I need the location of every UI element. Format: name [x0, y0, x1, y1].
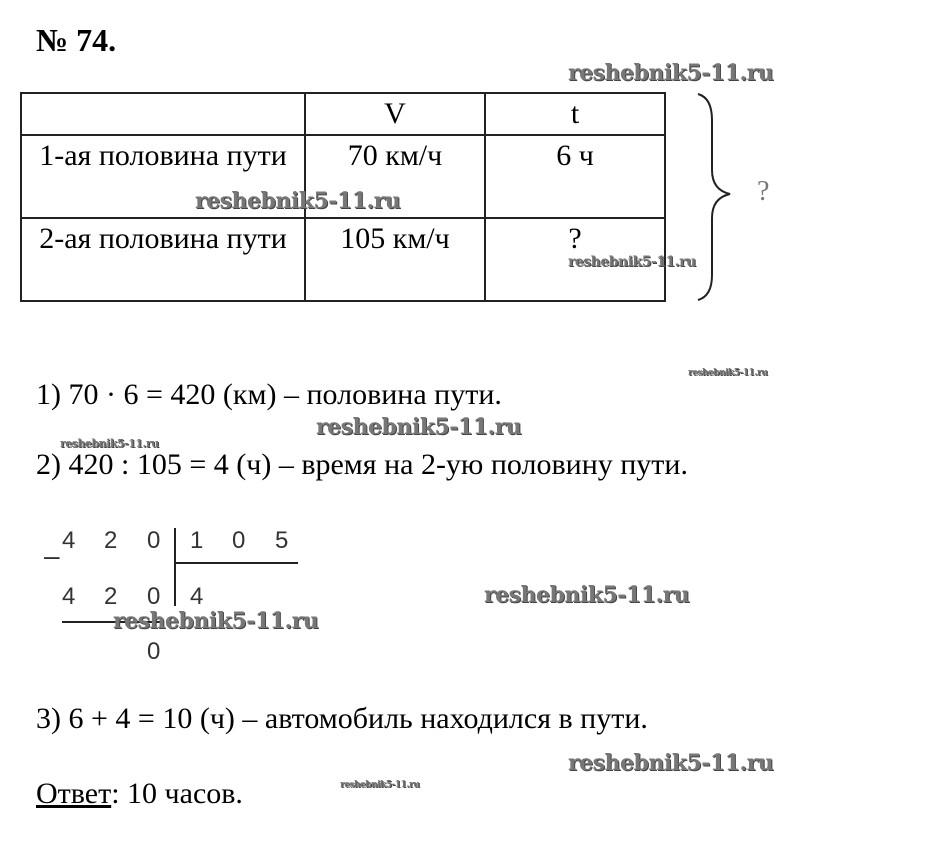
- divisor-digit: 1: [190, 527, 204, 554]
- remainder: 0: [147, 638, 161, 665]
- dividend-digit: 4: [62, 527, 76, 554]
- row-label: 1-ая половина пути: [20, 134, 306, 219]
- watermark: reshebnik5-11.ru: [316, 414, 522, 440]
- header-t: t: [484, 92, 666, 136]
- header-empty: [20, 92, 306, 136]
- watermark: reshebnik5-11.ru: [568, 60, 774, 86]
- subtraction-line: [62, 621, 164, 623]
- subtrahend-digit: 4: [62, 583, 76, 610]
- row-t: 6 ч: [484, 134, 666, 219]
- dividend-digit: 0: [147, 527, 161, 554]
- answer-label: Ответ: [36, 777, 112, 810]
- dividend-digit: 2: [104, 527, 118, 554]
- row-t: ?: [484, 217, 666, 302]
- row-label: 2-ая половина пути: [20, 217, 306, 302]
- watermark: reshebnik5-11.ru: [484, 582, 690, 608]
- watermark: reshebnik5-11.ru: [195, 188, 401, 214]
- watermark: reshebnik5-11.ru: [340, 780, 420, 790]
- minus-sign: –: [44, 540, 60, 571]
- row-v: 70 км/ч: [304, 134, 486, 219]
- divisor-underline: [176, 562, 298, 564]
- answer-value: : 10 часов.: [111, 777, 243, 810]
- row-v: 105 км/ч: [304, 217, 486, 302]
- problem-number: № 74.: [36, 22, 117, 58]
- step-1: 1) 70 · 6 = 420 (км) – половина пути.: [36, 378, 502, 411]
- watermark: reshebnik5-11.ru: [60, 437, 159, 450]
- data-table: V t 1-ая половина пути 70 км/ч 6 ч 2-ая …: [20, 92, 666, 302]
- watermark: reshebnik5-11.ru: [568, 750, 774, 776]
- header-v: V: [304, 92, 486, 136]
- divisor-digit: 5: [275, 527, 289, 554]
- total-time-question: ?: [757, 176, 770, 207]
- quotient: 4: [190, 583, 204, 610]
- step-3: 3) 6 + 4 = 10 (ч) – автомобиль находился…: [36, 702, 648, 735]
- division-bar: [174, 528, 176, 606]
- divisor-digit: 0: [232, 527, 246, 554]
- answer: Ответ: 10 часов.: [36, 777, 243, 811]
- curly-brace-icon: [697, 93, 731, 301]
- watermark: reshebnik5-11.ru: [113, 608, 319, 634]
- step-2: 2) 420 : 105 = 4 (ч) – время на 2-ую пол…: [36, 448, 688, 481]
- subtrahend-digit: 2: [104, 583, 118, 610]
- watermark: reshebnik5-11.ru: [568, 254, 696, 270]
- watermark: reshebnik5-11.ru: [688, 368, 768, 378]
- subtrahend-digit: 0: [147, 583, 161, 610]
